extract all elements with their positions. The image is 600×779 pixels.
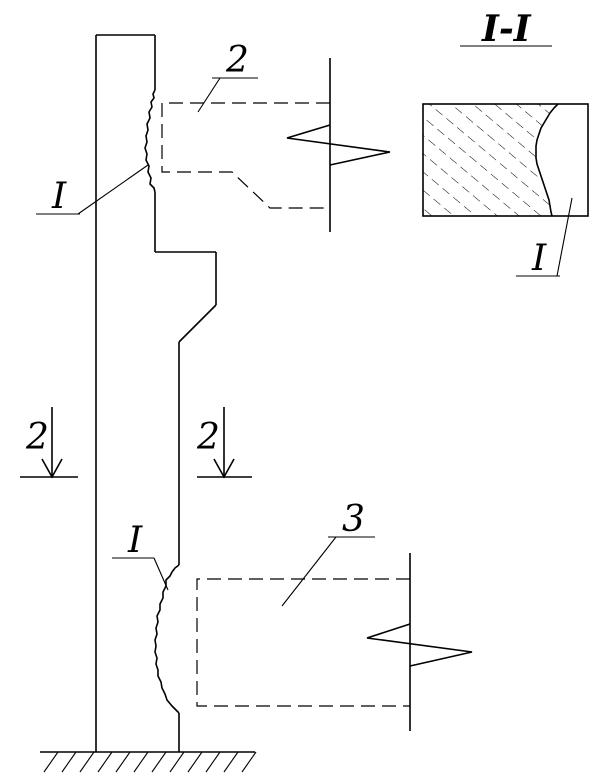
cut-right-label: 2 (196, 417, 220, 458)
lower-beam-outline (196, 578, 410, 707)
upper-crack-label: I (51, 176, 67, 217)
upper-beam-label: 2 (225, 40, 249, 81)
column (95, 34, 217, 752)
section-title: I-I (481, 8, 532, 50)
lower-beam-leader (281, 536, 337, 607)
cut-left-arrowhead (41, 458, 63, 479)
corbel-slope-edge (178, 304, 217, 343)
upper-beam-outline (161, 102, 330, 209)
upper-crack-leader (77, 164, 149, 215)
cut-left-label: 2 (25, 417, 49, 458)
lower-crack-edge (154, 564, 180, 714)
upper-beam-leader (197, 77, 221, 113)
lower-beam-break-zigzag (366, 623, 473, 667)
section-crack-label: I (531, 238, 547, 279)
section-cut-right: 2 (196, 407, 252, 479)
upper-beam: 2 (161, 40, 391, 232)
section-hatched-area (423, 104, 558, 216)
upper-crack-callout: I (36, 164, 149, 217)
lower-beam: 3 (196, 499, 473, 731)
section-cut-left: 2 (20, 407, 78, 479)
section-crack-edge (535, 103, 559, 217)
upper-beam-break-zigzag (286, 124, 391, 166)
cut-right-arrowhead (213, 458, 235, 479)
section-detail: I-I I (422, 8, 589, 279)
lower-crack-callout: I (112, 520, 169, 591)
section-crack-leader (556, 197, 573, 277)
upper-crack-edge (144, 89, 156, 193)
ground-hatching (43, 751, 257, 773)
lower-beam-label: 3 (342, 499, 365, 540)
lower-crack-leader (153, 557, 169, 591)
lower-crack-label: I (127, 520, 143, 561)
section-outline (422, 103, 589, 217)
ground (40, 751, 257, 773)
